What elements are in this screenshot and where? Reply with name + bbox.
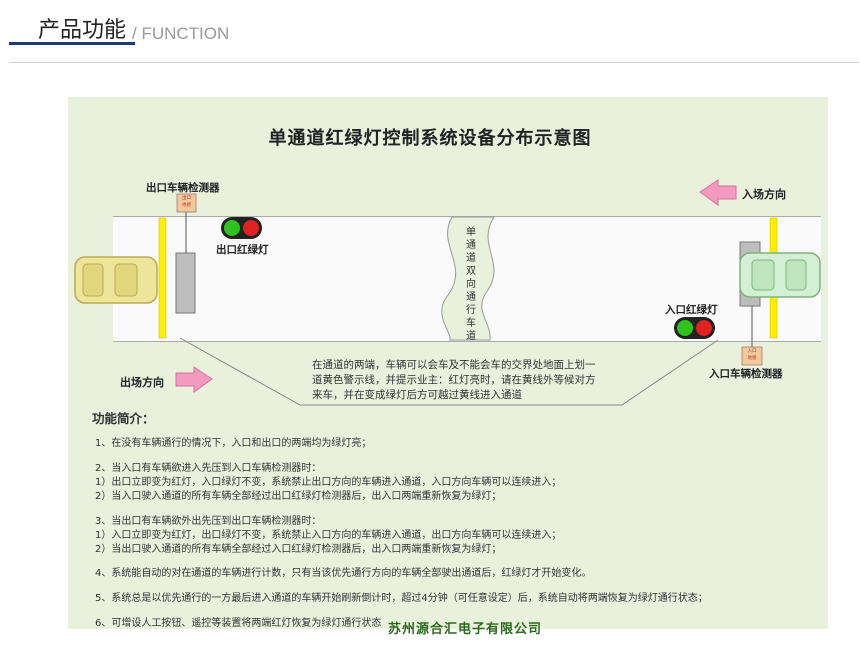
section-header: 产品功能 / FUNCTION xyxy=(38,10,230,43)
warning-note: 在通道的两端，车辆可以会车及不能会车的交界处地面上划一 道黄色警示线，并提示业主… xyxy=(312,359,596,401)
feature-line: 2）当入口驶入通道的所有车辆全部经过出口红绿灯检测器后，出入口两端重新恢复为绿灯… xyxy=(95,491,502,502)
feature-line: 6、可增设人工按钮、遥控等装置将两端红灯恢复为绿灯通行状态 xyxy=(95,618,382,629)
section-title: 产品功能 xyxy=(38,18,127,43)
feature-line: 1、在没有车辆通行的情况下，入口和出口的两端均为绿灯亮； xyxy=(95,438,372,449)
feature-line: 2、当入口有车辆欲进入先压到入口车辆检测器时： xyxy=(95,463,322,474)
exit-detector-label: 出口车辆检测器 xyxy=(146,182,220,194)
feature-line: 1）出口立即变为红灯，入口绿灯不变，系统禁止出口方向的车辆进入通道，入口方向车辆… xyxy=(95,477,562,488)
lane-description: 单通道 双向通 行车道 xyxy=(466,227,476,342)
section-subtitle: / FUNCTION xyxy=(132,24,230,43)
feature-line: 3、当出口有车辆欲外出先压到出口车辆检测器时： xyxy=(95,516,322,527)
entry-sensor-text: 入口地感 xyxy=(747,349,757,361)
entry-light-label: 入口红绿灯 xyxy=(665,304,718,316)
exit-light-label: 出口红绿灯 xyxy=(216,244,269,256)
entry-detector-label: 入口车辆检测器 xyxy=(709,368,783,380)
feature-line: 5、系统总是以优先通行的一方最后进入通道的车辆开始刷新倒计时，超过4分钟（可任意… xyxy=(95,593,708,604)
feature-line: 4、系统能自动的对在通道的车辆进行计数，只有当该优先通行方向的车辆全部驶出通道后… xyxy=(95,568,592,579)
feature-line: 2）当出口驶入通道的所有车辆全部经过入口红绿灯检测器后，出入口两端重新恢复为绿灯… xyxy=(95,544,502,555)
header-accent-bar xyxy=(9,42,135,45)
diagram-title: 单通道红绿灯控制系统设备分布示意图 xyxy=(268,128,592,149)
header-divider xyxy=(9,62,859,63)
feature-line: 1）入口立即变为红灯，出口绿灯不变，系统禁止入口方向的车辆进入通道，出口方向车辆… xyxy=(95,530,562,541)
exit-direction-label: 出场方向 xyxy=(120,376,164,389)
features-heading: 功能简介： xyxy=(92,411,155,426)
exit-sensor-text: 出口地感 xyxy=(182,196,191,208)
entry-direction-label: 入场方向 xyxy=(742,188,786,201)
company-name: 苏州源合汇电子有限公司 xyxy=(387,622,542,637)
